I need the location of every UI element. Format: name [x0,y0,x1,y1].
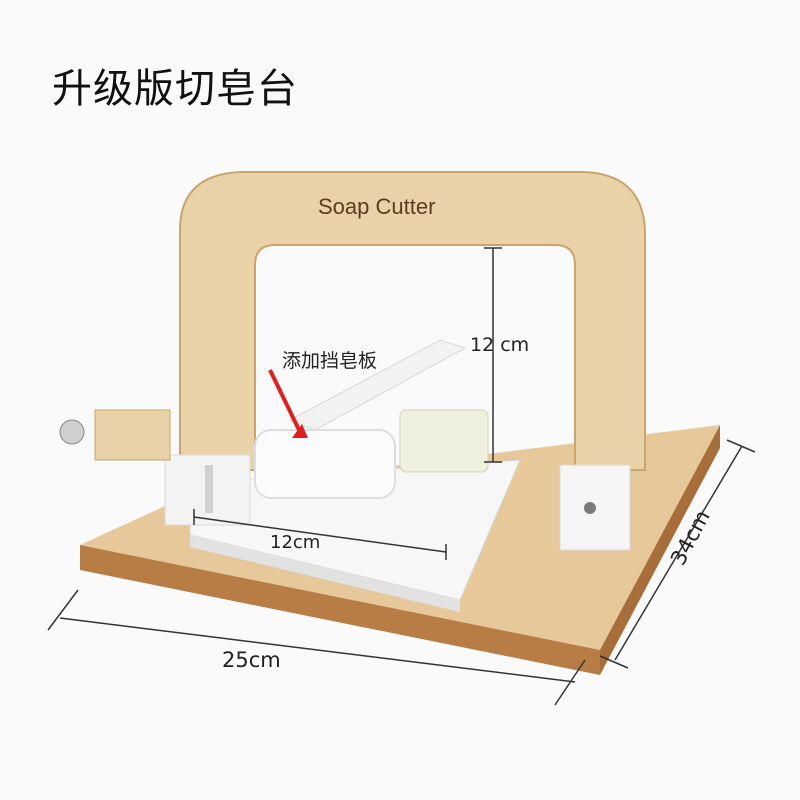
length-dimension [47,589,586,706]
depth-dimension [599,439,756,669]
width-dimension [193,509,447,560]
soap-piece [399,409,489,473]
wood-frame [179,171,646,471]
back-rail [288,339,467,431]
arrow-icon [268,369,308,438]
length-label: 25cm [222,648,281,672]
added-board-label: 添加挡皂板 [282,350,378,372]
right-block-screw [584,502,596,514]
thumb-screw-icon [59,419,85,445]
height-label: 12 cm [470,334,530,356]
base-board-front [80,545,600,675]
page-title: 升级版切皂台 [52,66,298,112]
width-label: 12cm [270,532,321,553]
cutting-plate-edge [190,535,460,612]
base-board-side [600,425,720,675]
height-dimension [484,247,502,463]
soap-block-board [254,429,396,499]
left-clamp [94,409,171,461]
side-plate-slot [205,465,213,513]
frame-logo: Soap Cutter [318,194,435,219]
